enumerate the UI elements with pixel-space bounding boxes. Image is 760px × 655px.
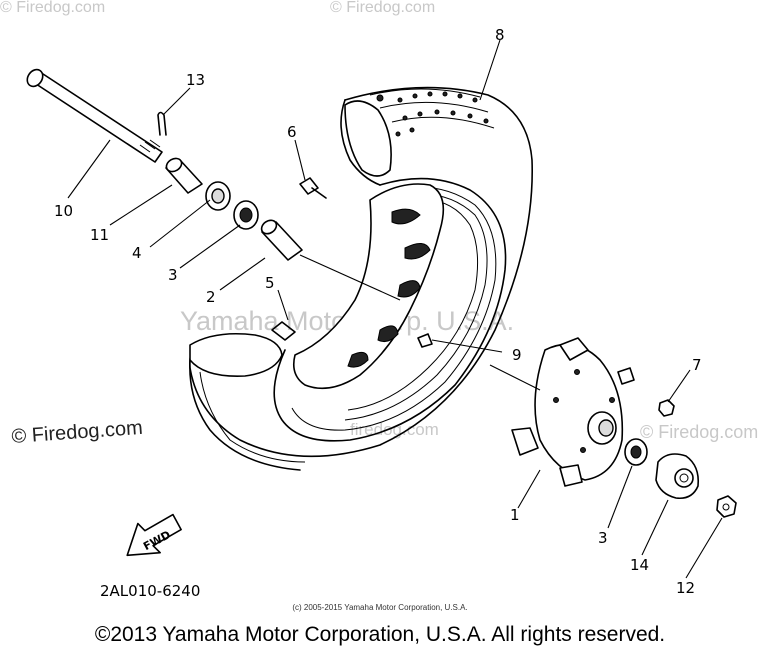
callout-6: 6 — [287, 123, 297, 141]
callout-2: 2 — [206, 288, 216, 306]
callout-7: 7 — [692, 356, 702, 374]
bolt-part-6 — [299, 177, 327, 199]
watermark-top-left: © Firedog.com — [0, 0, 105, 16]
bearing-part-3-lower — [624, 438, 648, 466]
nut-part-12 — [716, 495, 737, 518]
wheel-assembly — [188, 86, 534, 471]
watermark-firedog-left: © Firedog.com — [11, 417, 144, 448]
callout-10: 10 — [54, 202, 73, 220]
spacer-part-2 — [260, 219, 303, 261]
callout-4: 4 — [132, 244, 142, 262]
watermark-top-center: © Firedog.com — [330, 0, 435, 16]
nut-part-7 — [658, 399, 675, 417]
callout-8: 8 — [495, 26, 505, 44]
bearing-part-3-upper — [233, 200, 259, 230]
balance-weight-part-5 — [271, 321, 296, 341]
callout-13: 13 — [186, 71, 205, 89]
collar-part-11 — [165, 157, 203, 194]
callout-5: 5 — [265, 274, 275, 292]
copyright-small: (c) 2005-2015 Yamaha Motor Corporation, … — [292, 603, 468, 612]
hub-part-1 — [511, 337, 635, 487]
callout-3-upper: 3 — [168, 266, 178, 284]
leader-lines — [67, 39, 723, 579]
axle-part-10 — [26, 68, 163, 163]
fwd-arrow-icon: FWD — [126, 513, 182, 557]
cotter-pin-part-13 — [157, 111, 167, 136]
screw-part-9 — [417, 333, 433, 348]
callout-9: 9 — [512, 346, 522, 364]
watermark-right: © Firedog.com — [640, 422, 758, 442]
tread-pattern — [368, 91, 489, 137]
bearing-part-4 — [205, 181, 231, 211]
diagram-code: 2AL010-6240 — [100, 582, 200, 600]
callout-12: 12 — [676, 579, 695, 597]
gear-unit-part-14 — [655, 453, 700, 500]
callout-11: 11 — [90, 226, 109, 244]
copyright-main: ©2013 Yamaha Motor Corporation, U.S.A. A… — [94, 623, 666, 646]
watermark-tire: firedog.com — [350, 420, 439, 439]
callout-1: 1 — [510, 506, 520, 524]
callout-14: 14 — [630, 556, 649, 574]
callout-3-lower: 3 — [598, 529, 608, 547]
